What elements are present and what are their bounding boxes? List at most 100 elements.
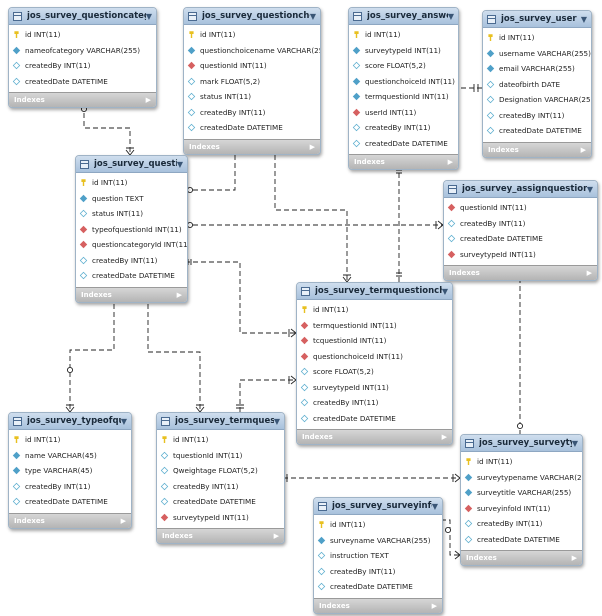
column-row[interactable]: createdBy INT(11) [483, 108, 591, 124]
table-surveytype[interactable]: jos_survey_surveytype▼id INT(11)surveyty… [460, 434, 583, 566]
column-row[interactable]: surveytypeId INT(11) [297, 380, 452, 396]
column-row[interactable]: createdDate DATETIME [9, 74, 156, 90]
column-row[interactable]: status INT(11) [184, 89, 320, 105]
expand-arrow-icon[interactable]: ▶ [447, 158, 453, 166]
column-row[interactable]: questionchoiceId INT(11) [349, 74, 458, 90]
indexes-bar[interactable]: Indexes▶ [9, 512, 131, 528]
column-row[interactable]: id INT(11) [9, 432, 131, 448]
column-row[interactable]: questionId INT(11) [184, 58, 320, 74]
indexes-bar[interactable]: Indexes▶ [157, 528, 284, 543]
column-row[interactable]: id INT(11) [349, 27, 458, 43]
collapse-toggle-icon[interactable]: ▼ [441, 286, 448, 296]
collapse-toggle-icon[interactable]: ▼ [120, 416, 127, 426]
expand-arrow-icon[interactable]: ▶ [571, 554, 577, 562]
table-user[interactable]: jos_survey_user▼id INT(11)username VARCH… [482, 10, 592, 158]
table-termquestion[interactable]: jos_survey_termquestion▼id INT(11)tquest… [156, 412, 285, 544]
indexes-bar[interactable]: Indexes▶ [9, 92, 156, 107]
column-row[interactable]: createdDate DATETIME [9, 494, 131, 510]
table-header[interactable]: jos_survey_question▼ [76, 156, 187, 173]
column-row[interactable]: createdBy INT(11) [461, 516, 582, 532]
table-questioncategory[interactable]: jos_survey_questioncategory▼id INT(11)na… [8, 7, 157, 108]
column-row[interactable]: createdDate DATETIME [349, 136, 458, 152]
column-row[interactable]: question TEXT [76, 191, 187, 207]
table-assignquestionterm[interactable]: jos_survey_assignquestionterm▼ questionId… [443, 180, 598, 281]
column-row[interactable]: createdBy INT(11) [297, 395, 452, 411]
collapse-toggle-icon[interactable]: ▼ [273, 416, 280, 426]
table-header[interactable]: jos_survey_surveytype▼ [461, 435, 582, 452]
table-header[interactable]: jos_survey_questioncategory▼ [9, 8, 156, 25]
column-row[interactable]: id INT(11) [314, 517, 442, 533]
indexes-bar[interactable]: Indexes▶ [444, 265, 597, 280]
column-row[interactable]: id INT(11) [461, 454, 582, 470]
column-row[interactable]: surveytitle VARCHAR(255) [461, 485, 582, 501]
column-row[interactable]: createdBy INT(11) [349, 120, 458, 136]
table-typeofquestion[interactable]: jos_survey_typeofquestion▼id INT(11)name… [8, 412, 132, 529]
column-row[interactable]: mark FLOAT(5,2) [184, 74, 320, 90]
collapse-toggle-icon[interactable]: ▼ [309, 11, 316, 21]
column-row[interactable]: tcquestionId INT(11) [297, 333, 452, 349]
collapse-toggle-icon[interactable]: ▼ [431, 501, 438, 511]
table-answer[interactable]: jos_survey_answer▼id INT(11)surveytypeId… [348, 7, 459, 170]
table-header[interactable]: jos_survey_answer▼ [349, 8, 458, 25]
column-row[interactable]: questionId INT(11) [444, 200, 597, 216]
column-row[interactable]: surveyinfoId INT(11) [461, 501, 582, 517]
column-row[interactable]: createdBy INT(11) [76, 253, 187, 269]
collapse-toggle-icon[interactable]: ▼ [586, 184, 593, 194]
collapse-toggle-icon[interactable]: ▼ [571, 438, 578, 448]
table-termquestionchoices[interactable]: jos_survey_termquestionchoices▼id INT(11… [296, 282, 453, 445]
column-row[interactable]: surveytypeId INT(11) [349, 43, 458, 59]
column-row[interactable]: name VARCHAR(45) [9, 448, 131, 464]
table-header[interactable]: jos_survey_typeofquestion▼ [9, 413, 131, 430]
indexes-bar[interactable]: Indexes▶ [76, 286, 187, 302]
table-header[interactable]: jos_survey_user▼ [483, 11, 591, 28]
column-row[interactable]: createdDate DATETIME [314, 579, 442, 595]
collapse-toggle-icon[interactable]: ▼ [447, 11, 454, 21]
expand-arrow-icon[interactable]: ▶ [120, 516, 126, 525]
column-row[interactable]: createdDate DATETIME [444, 231, 597, 247]
column-row[interactable]: score FLOAT(5,2) [297, 364, 452, 380]
expand-arrow-icon[interactable]: ▶ [273, 532, 279, 540]
table-questionchoice[interactable]: jos_survey_questionchoice▼id INT(11)ques… [183, 7, 321, 155]
expand-arrow-icon[interactable]: ▶ [586, 269, 592, 277]
table-header[interactable]: jos_survey_questionchoice▼ [184, 8, 320, 25]
column-row[interactable]: tquestionId INT(11) [157, 448, 284, 464]
column-row[interactable]: createdDate DATETIME [184, 120, 320, 136]
column-row[interactable]: id INT(11) [9, 27, 156, 43]
column-row[interactable]: dateofbirth DATE [483, 77, 591, 93]
column-row[interactable]: createdDate DATETIME [157, 494, 284, 510]
column-row[interactable]: termquestionId INT(11) [349, 89, 458, 105]
expand-arrow-icon[interactable]: ▶ [441, 433, 447, 441]
column-row[interactable]: status INT(11) [76, 206, 187, 222]
table-header[interactable]: jos_survey_surveyinfo▼ [314, 498, 442, 515]
expand-arrow-icon[interactable]: ▶ [580, 145, 586, 154]
column-row[interactable]: questioncategoryId INT(11) [76, 237, 187, 253]
table-header[interactable]: jos_survey_assignquestionterm▼ [444, 181, 597, 198]
table-header[interactable]: jos_survey_termquestion▼ [157, 413, 284, 430]
column-row[interactable]: createdDate DATETIME [461, 532, 582, 548]
column-row[interactable]: surveytypename VARCHAR(255) [461, 470, 582, 486]
column-row[interactable]: createdDate DATETIME [76, 268, 187, 284]
column-row[interactable]: termquestionId INT(11) [297, 318, 452, 334]
column-row[interactable]: surveytypeId INT(11) [157, 510, 284, 526]
column-row[interactable]: email VARCHAR(255) [483, 61, 591, 77]
table-header[interactable]: jos_survey_termquestionchoices▼ [297, 283, 452, 300]
column-row[interactable]: questionchoiceId INT(11) [297, 349, 452, 365]
collapse-toggle-icon[interactable]: ▼ [145, 11, 152, 21]
expand-arrow-icon[interactable]: ▶ [145, 96, 151, 104]
column-row[interactable]: id INT(11) [184, 27, 320, 43]
indexes-bar[interactable]: Indexes▶ [297, 429, 452, 444]
indexes-bar[interactable]: Indexes▶ [184, 138, 320, 154]
expand-arrow-icon[interactable]: ▶ [431, 601, 437, 610]
column-row[interactable]: questionchoicename VARCHAR(255) [184, 43, 320, 59]
column-row[interactable]: id INT(11) [483, 30, 591, 46]
collapse-toggle-icon[interactable]: ▼ [580, 14, 587, 24]
column-row[interactable]: Designation VARCHAR(255) [483, 92, 591, 108]
column-row[interactable]: typeofquestionId INT(11) [76, 222, 187, 238]
column-row[interactable]: createdDate DATETIME [483, 123, 591, 139]
expand-arrow-icon[interactable]: ▶ [176, 290, 182, 299]
collapse-toggle-icon[interactable]: ▼ [176, 159, 183, 169]
column-row[interactable]: id INT(11) [157, 432, 284, 448]
column-row[interactable]: score FLOAT(5,2) [349, 58, 458, 74]
indexes-bar[interactable]: Indexes▶ [349, 154, 458, 169]
column-row[interactable]: id INT(11) [297, 302, 452, 318]
